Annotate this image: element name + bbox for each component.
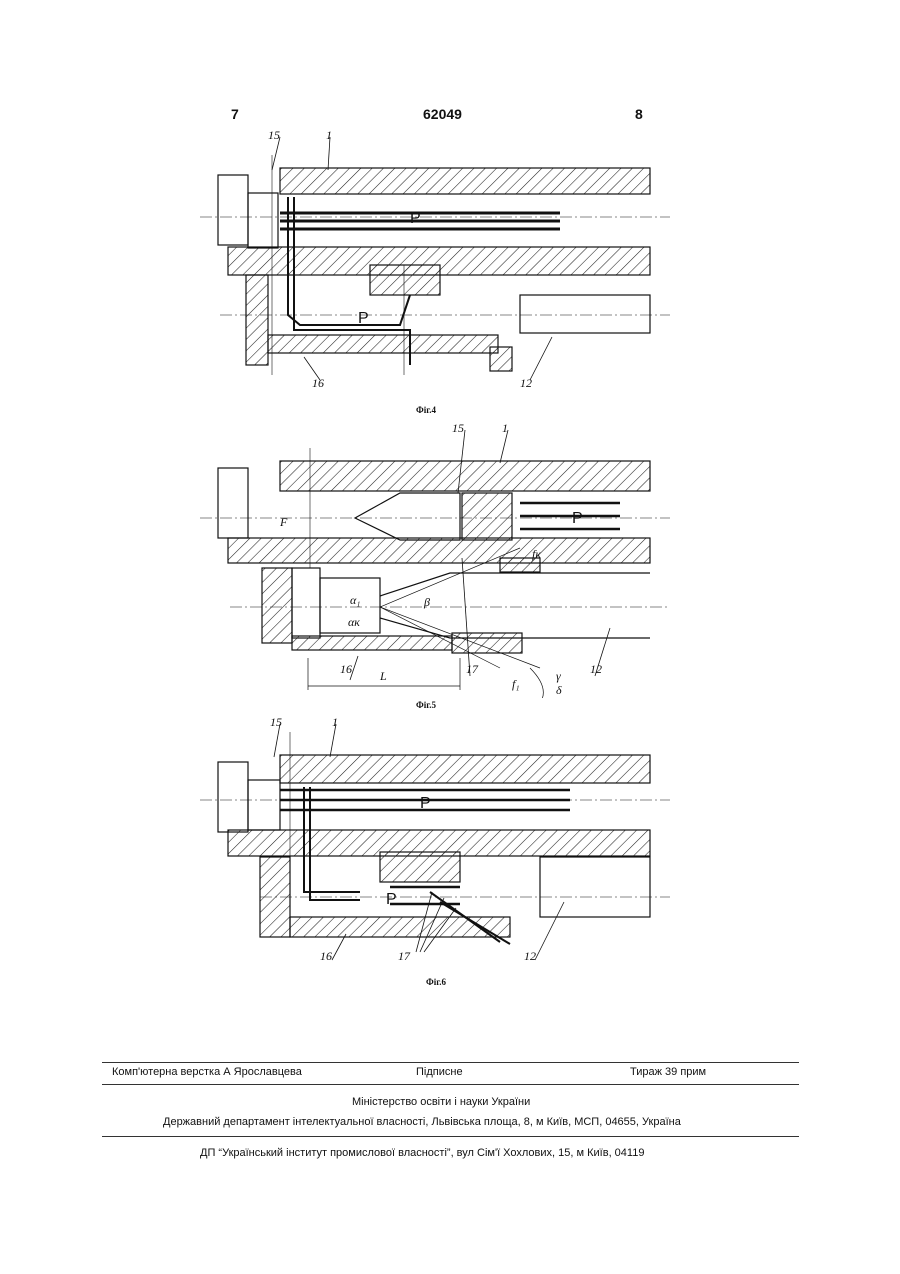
fig6-label-15: 15 [270, 715, 282, 729]
figure-5-caption: Фіг.5 [416, 700, 436, 710]
patent-number: 62049 [423, 106, 462, 122]
fig5-label-delta: δ [556, 683, 562, 697]
fig6-label-P-lower: P [386, 891, 397, 908]
page-number-left: 7 [231, 106, 239, 122]
footer-rule-bottom [102, 1136, 799, 1137]
figure-4-drawing: 15 1 P P 16 12 [200, 125, 680, 395]
fig5-label-F: F [279, 515, 288, 529]
fig5-body [200, 430, 670, 698]
fig5-label-gamma: γ [556, 669, 561, 683]
fig5-label-16: 16 [340, 662, 352, 676]
footer-circulation: Тираж 39 прим [630, 1066, 706, 1078]
footer-layout-credit: Комп'ютерна верстка А Ярославцева [112, 1066, 302, 1078]
figure-4-caption: Фіг.4 [416, 405, 436, 415]
fig4-label-16: 16 [312, 376, 324, 390]
fig5-label-alpha1: α₁ [350, 593, 360, 607]
footer-ministry: Міністерство освіти і науки України [352, 1096, 530, 1108]
fig6-label-1: 1 [332, 715, 338, 729]
fig4-body [200, 137, 670, 380]
footer-department: Державний департамент інтелектуальної вл… [163, 1116, 681, 1128]
fig5-label-17: 17 [466, 662, 479, 676]
footer-rule-middle [102, 1084, 799, 1085]
fig5-label-alphak: αк [348, 615, 360, 629]
fig6-label-P-upper: P [420, 795, 431, 812]
fig6-label-16: 16 [320, 949, 332, 963]
fig5-label-P: P [572, 510, 583, 527]
fig5-label-1: 1 [502, 421, 508, 435]
page-number-right: 8 [635, 106, 643, 122]
fig6-body [200, 724, 670, 960]
footer-institute: ДП “Український інститут промислової вла… [200, 1147, 644, 1159]
footer-rule-top [102, 1062, 799, 1063]
figure-5-drawing: 15 1 F P fк α₁ αк β L 16 17 f₁ γ δ 12 [200, 418, 680, 698]
fig5-label-f1: f₁ [512, 677, 520, 691]
fig5-label-L: L [379, 669, 387, 683]
fig5-label-12: 12 [590, 662, 602, 676]
fig4-label-P-upper: P [410, 210, 421, 227]
figure-6-drawing: 15 1 P P 16 17 12 [200, 712, 680, 972]
fig4-label-P-lower: P [358, 310, 369, 327]
fig4-label-15: 15 [268, 128, 280, 142]
fig6-label-17: 17 [398, 949, 411, 963]
fig4-label-12: 12 [520, 376, 532, 390]
fig6-label-12: 12 [524, 949, 536, 963]
footer-subscription: Підписне [416, 1066, 463, 1078]
fig5-label-beta: β [423, 595, 430, 609]
figure-6-caption: Фіг.6 [426, 977, 446, 987]
fig5-label-15: 15 [452, 421, 464, 435]
fig5-label-fk: fк [532, 547, 541, 561]
fig4-label-1: 1 [326, 128, 332, 142]
